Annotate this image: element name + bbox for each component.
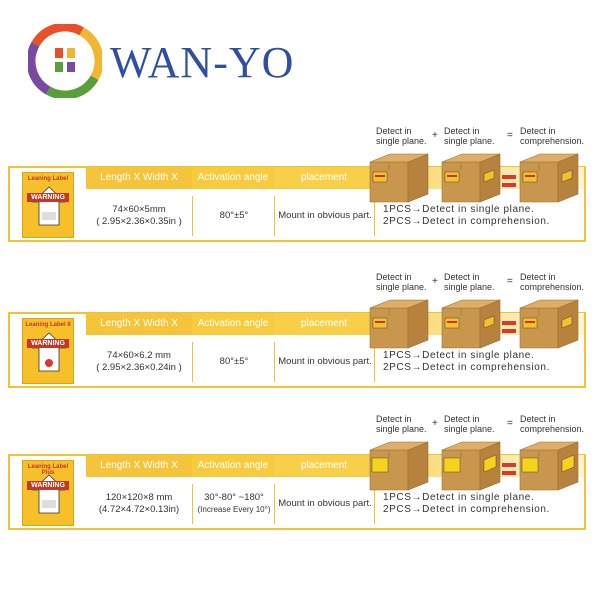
carton-box-icon <box>440 150 502 204</box>
header-placement: placement <box>274 167 374 189</box>
pcs-one: 1PCS→Detect in single plane. <box>383 350 535 361</box>
placement-value: Mount in obvious part. <box>278 210 372 221</box>
equals-icon <box>502 463 516 475</box>
house-arrow-icon <box>32 474 66 514</box>
wanyo-logo-icon <box>28 24 102 98</box>
detect-single-label: Detect in single plane. <box>444 272 495 292</box>
placement-cell: Mount in obvious part. <box>274 196 375 236</box>
dimensions-cell: 74×60×5mm( 2.95×2.36×0.35in ) <box>86 196 192 236</box>
dims-in: (4.72×4.72×0.13in) <box>98 504 180 515</box>
pcs-two: 2PCS→Detect in comprehension. <box>383 504 550 515</box>
label-warning: WARNING <box>27 193 69 202</box>
header-dimensions: Length X Width X Height <box>86 167 192 205</box>
equals-sign: = <box>507 130 513 141</box>
detect-single-label: Detect in single plane. <box>376 272 427 292</box>
label-title: Leaning Label Plus <box>27 464 69 476</box>
pcs-cell: 1PCS→Detect in single plane.2PCS→Detect … <box>374 342 584 382</box>
header-placement: placement <box>274 313 374 335</box>
dimensions-cell: 120×120×8 mm(4.72×4.72×0.13in) <box>86 484 192 524</box>
label-warning: WARNING <box>27 481 69 490</box>
carton-box-icon <box>518 438 580 492</box>
pcs-cell: 1PCS→Detect in single plane.2PCS→Detect … <box>374 484 584 524</box>
carton-box-icon <box>440 438 502 492</box>
equals-icon <box>502 175 516 187</box>
carton-box-icon <box>368 438 430 492</box>
detect-comprehension-label: Detect in comprehension. <box>520 272 585 292</box>
dimensions-cell: 74×60×6.2 mm( 2.95×2.36×0.24in ) <box>86 342 192 382</box>
placement-value: Mount in obvious part. <box>278 498 372 509</box>
carton-box-icon <box>518 150 580 204</box>
header-dimensions: Length X Width X Height <box>86 313 192 351</box>
angle-value: 30°-80° ~180° <box>204 492 264 503</box>
dims-in: ( 2.95×2.36×0.24in ) <box>96 362 182 373</box>
angle-cell: 80°±5° <box>192 196 275 236</box>
dims-mm: 74×60×5mm <box>112 204 166 215</box>
equals-sign: = <box>507 418 513 429</box>
header-angle: Activation angle <box>192 455 274 477</box>
angle-cell: 80°±5° <box>192 342 275 382</box>
header-dimensions: Length X Width X Height <box>86 455 192 493</box>
equals-sign: = <box>507 276 513 287</box>
pcs-one: 1PCS→Detect in single plane. <box>383 492 535 503</box>
equals-icon <box>502 321 516 333</box>
leaning-label-thumbnail: Leaning Label II WARNING <box>22 318 74 384</box>
plus-sign: + <box>432 418 438 429</box>
label-warning: WARNING <box>27 339 69 348</box>
brand-name: WAN-YO <box>110 38 295 87</box>
detect-comprehension-label: Detect in comprehension. <box>520 414 585 434</box>
plus-sign: + <box>432 276 438 287</box>
detect-single-label: Detect in single plane. <box>376 414 427 434</box>
detect-single-label: Detect in single plane. <box>444 126 495 146</box>
placement-cell: Mount in obvious part. <box>274 484 375 524</box>
house-arrow-icon <box>32 332 66 372</box>
header-placement: placement <box>274 455 374 477</box>
carton-box-icon <box>368 150 430 204</box>
angle-value: 80°±5° <box>219 210 249 221</box>
carton-box-icon <box>518 296 580 350</box>
detect-comprehension-label: Detect in comprehension. <box>520 126 585 146</box>
pcs-one: 1PCS→Detect in single plane. <box>383 204 535 215</box>
pcs-two: 2PCS→Detect in comprehension. <box>383 216 550 227</box>
label-title: Leaning Label II <box>25 322 71 328</box>
detect-single-label: Detect in single plane. <box>376 126 427 146</box>
placement-value: Mount in obvious part. <box>278 356 372 367</box>
plus-sign: + <box>432 130 438 141</box>
angle-cell: 30°-80° ~180° (Increase Every 10°) <box>192 484 275 524</box>
pcs-two: 2PCS→Detect in comprehension. <box>383 362 550 373</box>
header-angle: Activation angle <box>192 313 274 335</box>
carton-box-icon <box>368 296 430 350</box>
dims-in: ( 2.95×2.36×0.35in ) <box>96 216 182 227</box>
pcs-cell: 1PCS→Detect in single plane.2PCS→Detect … <box>374 196 584 236</box>
dims-mm: 120×120×8 mm <box>105 492 173 503</box>
detect-single-label: Detect in single plane. <box>444 414 495 434</box>
header-angle: Activation angle <box>192 167 274 189</box>
angle-note: (Increase Every 10°) <box>197 505 271 514</box>
placement-cell: Mount in obvious part. <box>274 342 375 382</box>
angle-value: 80°±5° <box>219 356 249 367</box>
carton-box-icon <box>440 296 502 350</box>
label-title: Leaning Label <box>27 176 69 182</box>
dims-mm: 74×60×6.2 mm <box>107 350 171 361</box>
house-arrow-icon <box>32 186 66 226</box>
